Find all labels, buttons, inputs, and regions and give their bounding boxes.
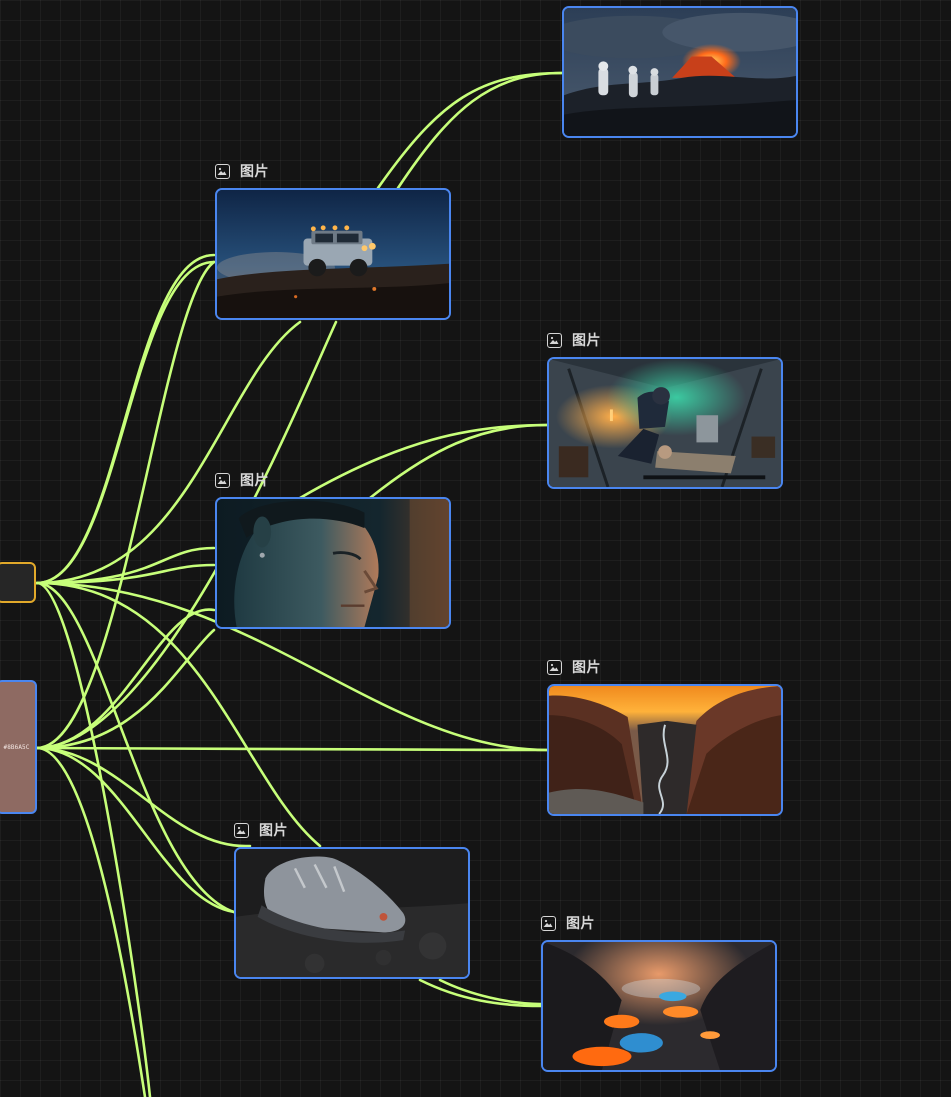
edge xyxy=(376,71,564,190)
node-label-text: 图片 xyxy=(240,472,269,488)
edge xyxy=(35,608,216,750)
image-node-canyon-sunset[interactable] xyxy=(547,684,783,816)
node-label-lava-pools: 图片 xyxy=(541,913,595,933)
edge xyxy=(35,746,549,752)
image-node-lava-pools[interactable] xyxy=(541,940,777,1072)
edge xyxy=(35,546,216,585)
edge xyxy=(298,423,549,500)
node-label-offroad-truck: 图片 xyxy=(215,161,269,181)
edge xyxy=(35,581,236,914)
tent-rescue-image xyxy=(549,359,781,487)
node-label-man-portrait: 图片 xyxy=(215,470,269,490)
volcano-image xyxy=(564,8,796,136)
edge xyxy=(396,71,564,190)
edge xyxy=(35,253,216,585)
node-label-tent-rescue: 图片 xyxy=(547,330,601,350)
node-label-text: 图片 xyxy=(259,822,288,838)
edge xyxy=(35,563,216,585)
canyon-image xyxy=(549,686,781,814)
node-label-text: 图片 xyxy=(572,659,601,675)
node-label-text: 图片 xyxy=(240,163,269,179)
image-node-offroad-truck[interactable] xyxy=(215,188,451,320)
boot-image xyxy=(236,849,468,977)
lava-pools-image xyxy=(543,942,775,1070)
edge xyxy=(35,260,216,750)
node-label-canyon-sunset: 图片 xyxy=(547,657,601,677)
image-icon xyxy=(541,915,556,931)
prompt-text-node[interactable] xyxy=(0,562,36,603)
edge xyxy=(438,978,543,1006)
image-node-tent-rescue[interactable] xyxy=(547,357,783,489)
color-swatch-node[interactable]: #8B6A5C xyxy=(0,680,37,814)
edge xyxy=(35,260,216,585)
edge xyxy=(368,423,549,500)
node-label-text: 图片 xyxy=(566,915,595,931)
edge xyxy=(35,628,216,750)
node-label-text: 图片 xyxy=(572,332,601,348)
edge xyxy=(35,581,152,1097)
edge xyxy=(35,746,236,914)
image-icon xyxy=(234,822,249,838)
image-icon xyxy=(215,163,230,179)
image-node-boot-ash[interactable] xyxy=(234,847,470,979)
edge xyxy=(35,746,252,848)
image-icon xyxy=(215,472,230,488)
edge xyxy=(35,746,147,1097)
man-portrait-image xyxy=(217,499,449,627)
image-node-volcano-eruption[interactable] xyxy=(562,6,798,138)
image-node-man-portrait[interactable] xyxy=(215,497,451,629)
image-icon xyxy=(547,659,562,675)
color-code-label: #8B6A5C xyxy=(3,743,30,751)
edge xyxy=(418,978,543,1008)
image-icon xyxy=(547,332,562,348)
truck-image xyxy=(217,190,449,318)
node-label-boot-ash: 图片 xyxy=(234,820,288,840)
